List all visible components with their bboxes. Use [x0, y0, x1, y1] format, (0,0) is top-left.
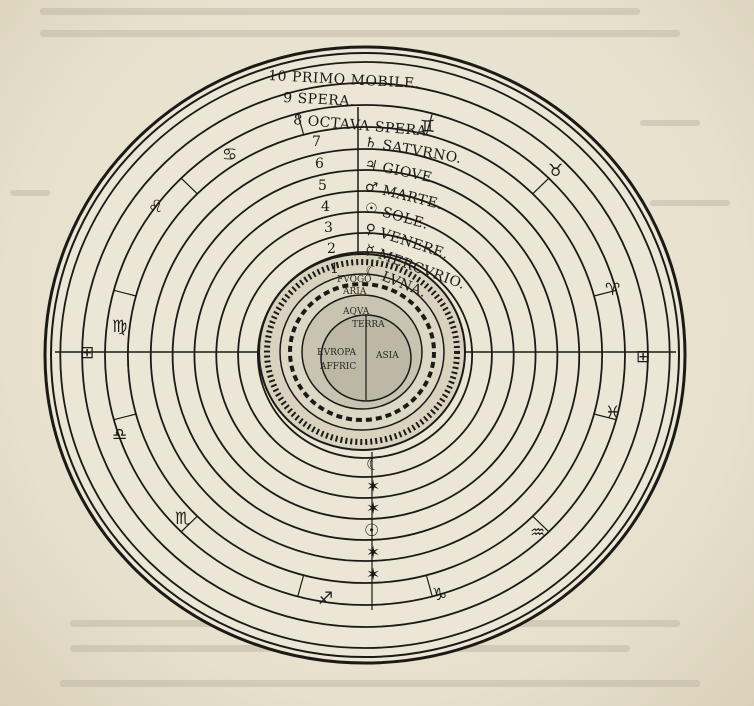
- zodiac-taurus-icon: ♉: [548, 161, 563, 181]
- outer-ring-inner: [50, 52, 680, 658]
- sphere-1-number: 1: [330, 261, 339, 277]
- zodiac-pisces-icon: ♓: [605, 403, 620, 423]
- continent-africa: AFFRIC: [319, 362, 356, 372]
- svg-text:☾: ☾: [366, 455, 381, 475]
- svg-text:9 SPERA.: 9 SPERA.: [283, 90, 355, 110]
- sphere-9-name: SPERA.: [297, 91, 355, 110]
- sphere-ring: [149, 148, 581, 562]
- zodiac-divider: [113, 413, 137, 421]
- continent-europe: EVROPA: [317, 348, 356, 358]
- zodiac-aquarius-icon: ♒: [530, 523, 545, 543]
- planet-symbol-icon: ☉: [363, 199, 385, 219]
- zodiac-cancer-icon: ♋: [222, 145, 237, 165]
- sphere-ring: [215, 211, 515, 499]
- left-axis-mark: ⊞: [80, 343, 94, 363]
- zodiac-divider: [297, 113, 305, 135]
- planet-symbol-icon: ♄: [363, 134, 384, 153]
- zodiac-divider: [180, 177, 198, 195]
- sphere-6-number: 6: [315, 156, 324, 172]
- sphere-4-number: 4: [321, 199, 330, 215]
- svg-text:✶: ✶: [366, 565, 380, 585]
- zodiac-aries-icon: ♈: [605, 280, 620, 300]
- sphere-2-number: 2: [327, 241, 336, 257]
- planet-symbol-icon: ☾: [363, 262, 386, 284]
- zodiac-leo-icon: ♌: [148, 197, 163, 217]
- sphere-ring: [193, 190, 537, 520]
- zodiac-libra-icon: ♎: [112, 425, 127, 445]
- sphere-ring: [237, 232, 493, 478]
- zodiac-divider: [425, 575, 433, 597]
- air-label: ARIA: [342, 287, 367, 297]
- sphere-ring: [59, 61, 671, 649]
- water-label: AQVA: [342, 307, 370, 317]
- svg-text:10 PRIMO MOBILE.: 10 PRIMO MOBILE.: [268, 68, 420, 92]
- sphere-5-number: 5: [318, 178, 327, 194]
- zodiac-divider: [593, 289, 617, 297]
- svg-text:☉: ☉: [364, 521, 379, 541]
- sphere-9-number: 9: [283, 90, 293, 106]
- svg-text:✶: ✶: [366, 477, 380, 497]
- earth-label: TERRA: [352, 320, 385, 330]
- planet-symbol-icon: ☿: [363, 242, 382, 262]
- sphere-ring: [81, 82, 649, 628]
- right-axis-mark: ⊞: [636, 347, 650, 367]
- sphere-3-number: 3: [324, 220, 333, 236]
- air-clouds: [288, 282, 436, 422]
- fire-label: FVOGO: [337, 275, 372, 285]
- zodiac-divider: [297, 575, 305, 597]
- zodiac-signs: ♋ ♌ ♍ ♎ ♏ ♐ ♑ ♒ ♓ ♈ ♉ ♊: [112, 117, 620, 609]
- sphere-8-number: 8: [293, 112, 304, 129]
- zodiac-divider: [532, 515, 550, 533]
- sphere-ring: [104, 104, 626, 606]
- zodiac-divider: [425, 113, 433, 135]
- svg-text:✶: ✶: [366, 543, 380, 563]
- zodiac-gemini-icon: ♊: [420, 117, 435, 137]
- planet-symbol-icon: ♃: [363, 156, 384, 175]
- zodiac-divider: [593, 413, 617, 421]
- zodiac-virgo-icon: ♍: [112, 317, 127, 337]
- zodiac-divider: [532, 177, 550, 195]
- zodiac-capricorn-icon: ♑: [432, 585, 447, 605]
- continent-asia: ASIA: [375, 351, 399, 361]
- zodiac-sagittarius-icon: ♐: [318, 589, 333, 609]
- fire-flames: [264, 259, 460, 445]
- sphere-10-number: 10: [268, 68, 288, 85]
- sphere-ring: [171, 169, 559, 541]
- zodiac-divider: [180, 515, 198, 533]
- elemental-core: FVOGO ARIA AQVA TERRA EVROPA AFFRIC ASIA: [258, 253, 466, 451]
- planet-symbol-icon: ♂: [363, 178, 384, 198]
- sphere-7-number: 7: [312, 134, 321, 150]
- svg-text:✶: ✶: [366, 499, 380, 519]
- sphere-ring: [126, 126, 604, 584]
- star-chain: ☾ ✶ ✶ ☉ ✶ ✶: [364, 455, 381, 585]
- sphere-ring: [256, 251, 474, 459]
- sphere-10-name: PRIMO MOBILE.: [292, 69, 421, 92]
- zodiac-divider: [113, 289, 137, 297]
- zodiac-scorpio-icon: ♏: [175, 509, 190, 529]
- planet-symbol-icon: ♀: [363, 221, 383, 241]
